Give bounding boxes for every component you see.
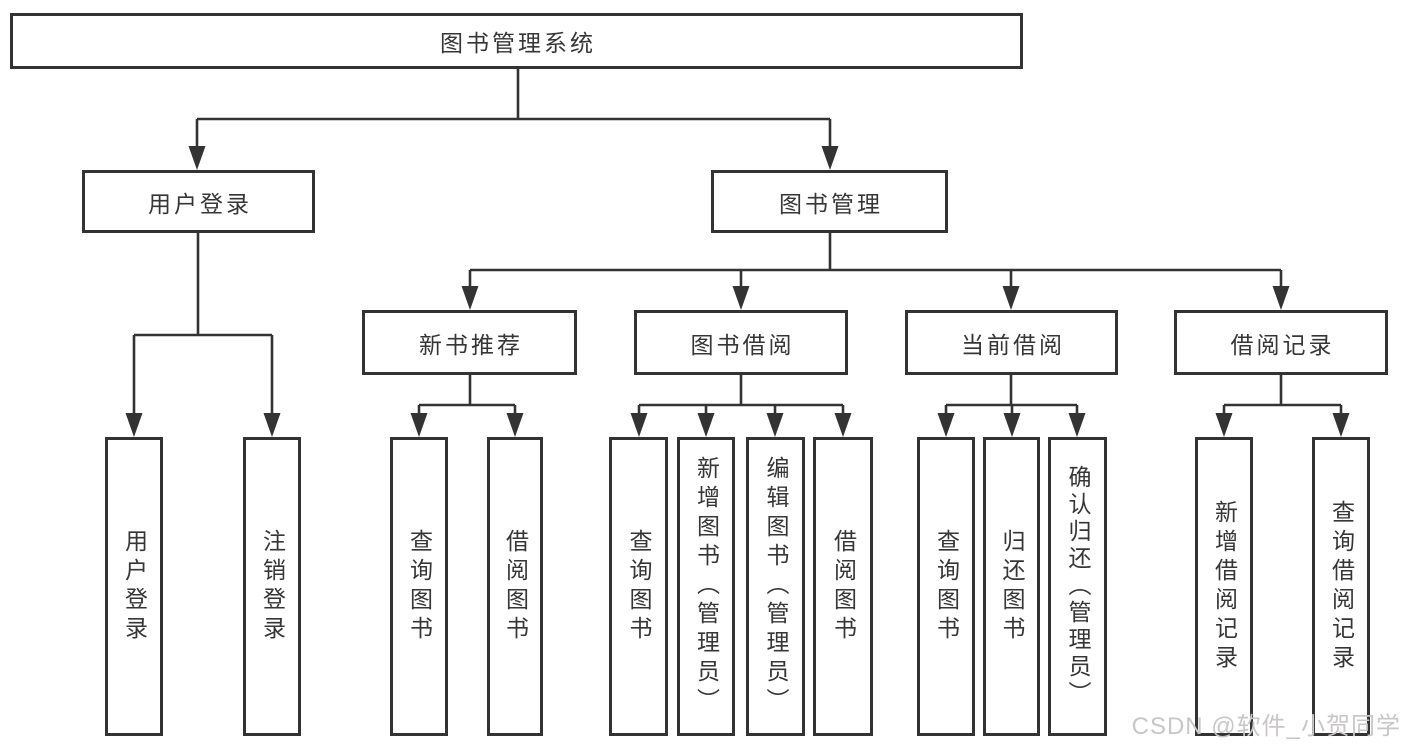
node-nb-query-book-label: 查询图书 <box>406 528 433 645</box>
node-login-user-label: 用户登录 <box>121 528 148 645</box>
node-br-add-record: 新增借阅记录 <box>1195 437 1253 736</box>
node-bb-borrow-book: 借阅图书 <box>813 437 873 736</box>
node-cb-return-book: 归还图书 <box>983 437 1040 736</box>
node-br-add-record-label: 新增借阅记录 <box>1211 499 1238 674</box>
node-bb-add-book-admin-label: 新增图书（管理员） <box>693 456 720 717</box>
node-br-query-record-label: 查询借阅记录 <box>1328 499 1355 674</box>
arrowhead-group <box>125 146 1350 437</box>
node-new-book-recommend: 新书推荐 <box>362 310 577 375</box>
node-nb-borrow-book: 借阅图书 <box>487 437 543 736</box>
node-login-user: 用户登录 <box>105 437 163 736</box>
connector-stroke-group <box>132 69 1343 433</box>
node-book-borrow-label: 图书借阅 <box>690 331 795 358</box>
node-user-login: 用户登录 <box>82 170 315 233</box>
node-new-book-recommend-label: 新书推荐 <box>419 331 523 358</box>
node-cb-return-book-label: 归还图书 <box>999 528 1025 645</box>
node-borrow-records-label: 借阅记录 <box>1230 331 1335 358</box>
node-book-borrow: 图书借阅 <box>634 310 848 375</box>
node-br-query-record: 查询借阅记录 <box>1312 437 1370 736</box>
node-book-management-label: 图书管理 <box>779 190 883 217</box>
node-login-logout: 注销登录 <box>243 437 301 736</box>
node-nb-query-book: 查询图书 <box>390 437 448 736</box>
node-current-borrow: 当前借阅 <box>905 310 1118 375</box>
node-bb-query-book: 查询图书 <box>609 437 668 736</box>
node-bb-edit-book-admin: 编辑图书（管理员） <box>746 437 805 736</box>
node-library-system: 图书管理系统 <box>10 13 1023 69</box>
node-cb-confirm-return-admin: 确认归还（管理员） <box>1048 437 1107 736</box>
node-nb-borrow-book-label: 借阅图书 <box>502 528 529 645</box>
node-user-login-label: 用户登录 <box>148 190 252 217</box>
csdn-watermark: CSDN @软件_小贺同学 <box>1131 713 1401 740</box>
node-borrow-records: 借阅记录 <box>1174 310 1388 375</box>
node-current-borrow-label: 当前借阅 <box>961 331 1065 358</box>
node-bb-edit-book-admin-label: 编辑图书（管理员） <box>763 456 789 717</box>
node-login-logout-label: 注销登录 <box>259 528 286 645</box>
node-bb-query-book-label: 查询图书 <box>626 528 652 645</box>
node-library-system-label: 图书管理系统 <box>440 30 596 56</box>
node-book-management: 图书管理 <box>711 170 948 233</box>
node-bb-borrow-book-label: 借阅图书 <box>830 528 857 645</box>
node-cb-query-book: 查询图书 <box>917 437 975 736</box>
node-cb-query-book-label: 查询图书 <box>933 528 960 645</box>
node-bb-add-book-admin: 新增图书（管理员） <box>677 437 735 736</box>
node-cb-confirm-return-admin-label: 确认归还（管理员） <box>1065 465 1091 708</box>
